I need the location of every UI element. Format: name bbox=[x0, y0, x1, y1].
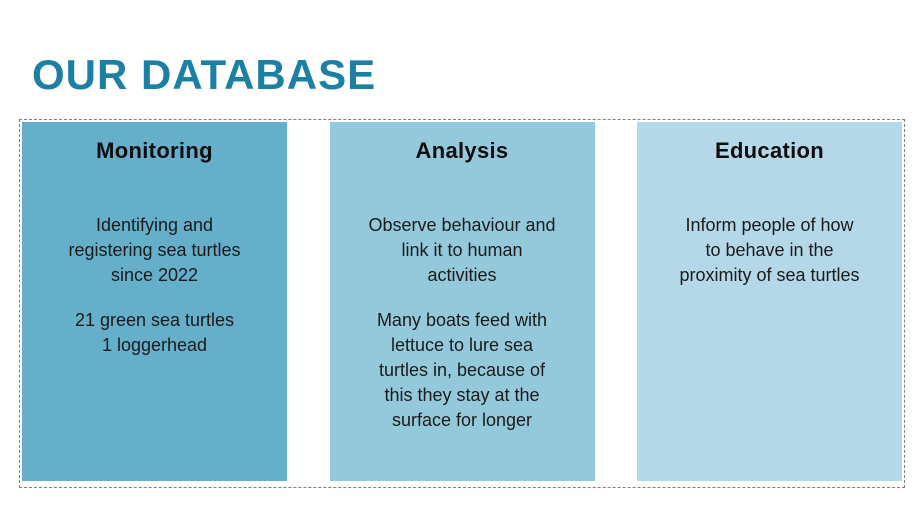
education-paragraph-1: Inform people of how to behave in the pr… bbox=[679, 215, 860, 285]
analysis-paragraph-1: Observe behaviour and link it to human a… bbox=[368, 215, 556, 285]
column-monitoring: Monitoring Identifying and registering s… bbox=[22, 122, 287, 481]
column-analysis: Analysis Observe behaviour and link it t… bbox=[329, 122, 595, 481]
column-education-body: Inform people of how to behave in the pr… bbox=[637, 213, 902, 288]
monitoring-paragraph-1: Identifying and registering sea turtles … bbox=[68, 215, 241, 285]
column-monitoring-heading: Monitoring bbox=[96, 138, 213, 163]
monitoring-paragraph-2: 21 green sea turtles 1 loggerhead bbox=[74, 310, 235, 355]
column-analysis-body: Observe behaviour and link it to human a… bbox=[330, 213, 595, 433]
column-monitoring-body: Identifying and registering sea turtles … bbox=[22, 213, 287, 358]
column-analysis-heading: Analysis bbox=[415, 138, 509, 163]
content-frame: Monitoring Identifying and registering s… bbox=[19, 119, 905, 488]
column-education: Education Inform people of how to behave… bbox=[637, 122, 902, 481]
column-education-heading: Education bbox=[714, 138, 825, 163]
analysis-paragraph-2: Many boats feed with lettuce to lure sea… bbox=[376, 310, 548, 430]
page-title: OUR DATABASE bbox=[32, 51, 377, 99]
